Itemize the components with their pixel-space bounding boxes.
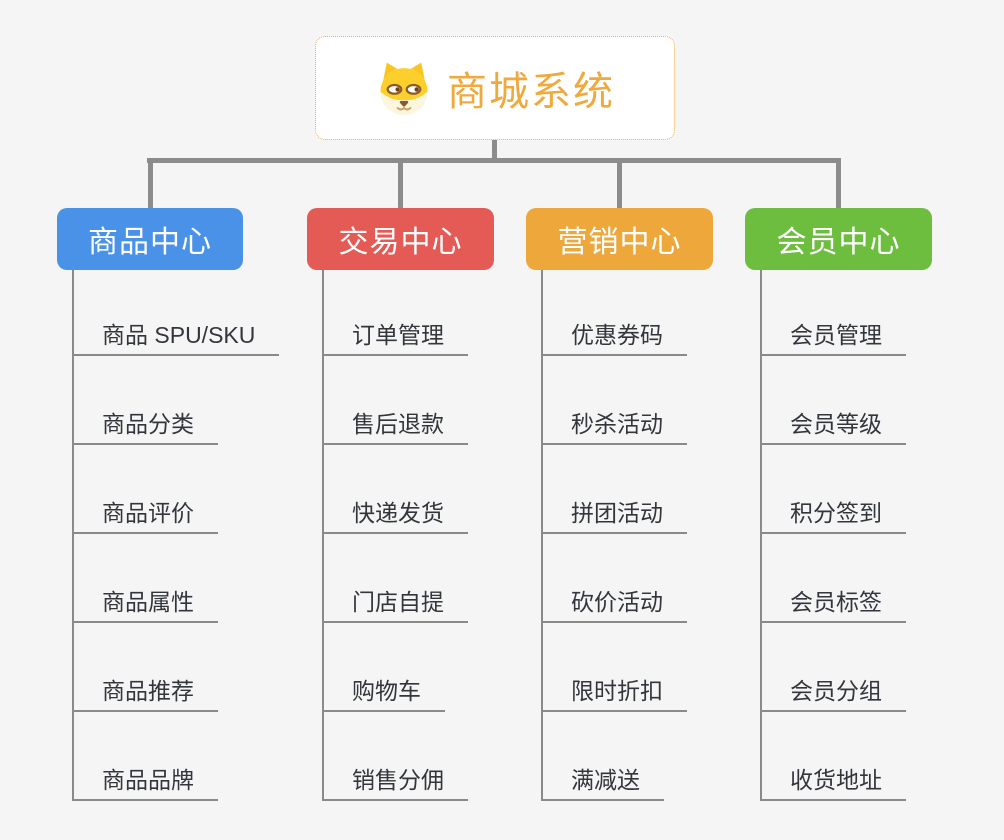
branch-item[interactable]: 限时折扣 <box>541 678 687 712</box>
branch-item[interactable]: 秒杀活动 <box>541 411 687 445</box>
branch-item[interactable]: 收货地址 <box>760 767 906 801</box>
branch-trunk-line <box>322 270 324 801</box>
branch-header[interactable]: 会员中心 <box>745 208 932 270</box>
branch-item[interactable]: 商品品牌 <box>72 767 218 801</box>
branch-items: 会员管理会员等级积分签到会员标签会员分组收货地址 <box>760 322 906 801</box>
root-node[interactable]: 商城系统 <box>315 36 675 140</box>
branch-label: 交易中心 <box>338 226 463 259</box>
branch-items: 优惠券码秒杀活动拼团活动砍价活动限时折扣满减送 <box>541 322 687 801</box>
branch-trunk-line <box>760 270 762 801</box>
branch-item[interactable]: 优惠券码 <box>541 322 687 356</box>
branch-label: 会员中心 <box>776 226 901 259</box>
branch-item[interactable]: 积分签到 <box>760 500 906 534</box>
branch-item[interactable]: 商品 SPU/SKU <box>72 322 280 356</box>
branch-header[interactable]: 营销中心 <box>526 208 713 270</box>
branch-item[interactable]: 门店自提 <box>322 589 468 623</box>
branch-item[interactable]: 商品推荐 <box>72 678 218 712</box>
branch-item[interactable]: 会员等级 <box>760 411 906 445</box>
branch-item[interactable]: 购物车 <box>322 678 445 712</box>
branch-item[interactable]: 商品分类 <box>72 411 218 445</box>
branch-item[interactable]: 拼团活动 <box>541 500 687 534</box>
branch-header[interactable]: 商品中心 <box>57 208 243 270</box>
connector-root-vertical <box>492 140 497 160</box>
branch-item[interactable]: 满减送 <box>541 767 664 801</box>
connector-branch-drop <box>836 158 841 208</box>
connector-branch-drop <box>398 158 403 208</box>
dog-face-icon <box>375 59 433 117</box>
branch-item[interactable]: 售后退款 <box>322 411 468 445</box>
branch-item[interactable]: 商品评价 <box>72 500 218 534</box>
branch-item[interactable]: 会员分组 <box>760 678 906 712</box>
branch-item[interactable]: 会员管理 <box>760 322 906 356</box>
branch-trunk-line <box>72 270 74 801</box>
branch-item[interactable]: 订单管理 <box>322 322 468 356</box>
connector-horizontal-rail <box>147 158 841 163</box>
branch-header[interactable]: 交易中心 <box>307 208 494 270</box>
branch-label: 商品中心 <box>88 226 212 259</box>
branch-item[interactable]: 商品属性 <box>72 589 218 623</box>
branch-item[interactable]: 会员标签 <box>760 589 906 623</box>
branch-item[interactable]: 销售分佣 <box>322 767 468 801</box>
branch-item[interactable]: 砍价活动 <box>541 589 687 623</box>
connector-branch-drop <box>617 158 622 208</box>
connector-branch-drop <box>148 158 153 208</box>
branch-items: 订单管理售后退款快递发货门店自提购物车销售分佣 <box>322 322 468 801</box>
branch-trunk-line <box>541 270 543 801</box>
branch-items: 商品 SPU/SKU 商品分类商品评价商品属性商品推荐商品品牌 <box>72 322 280 801</box>
branch-item[interactable]: 快递发货 <box>322 500 468 534</box>
branch-label: 营销中心 <box>557 226 682 259</box>
root-title: 商城系统 <box>447 70 615 114</box>
